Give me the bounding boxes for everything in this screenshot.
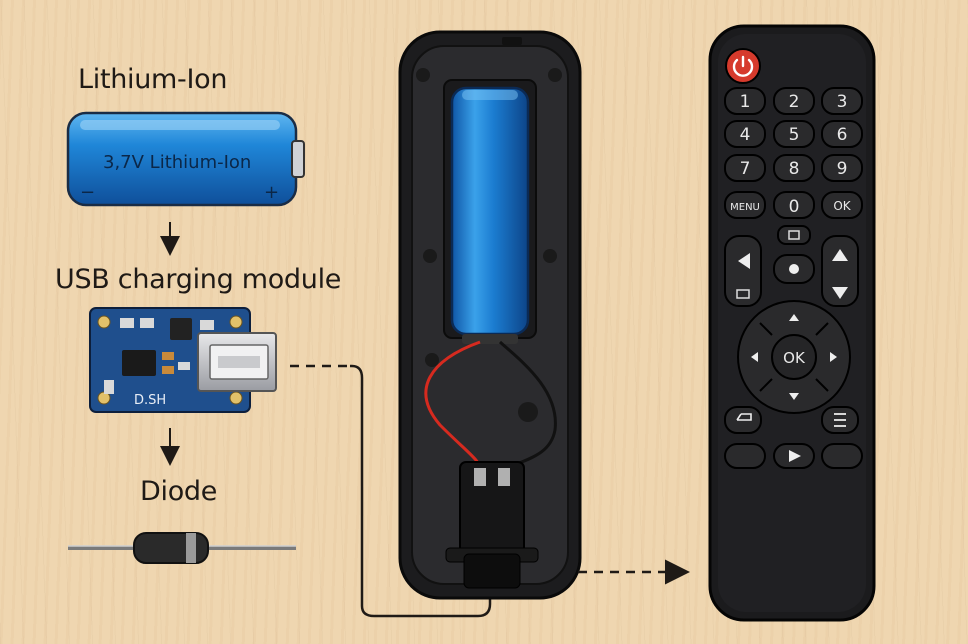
power-icon: [732, 55, 754, 77]
record-button[interactable]: [773, 254, 815, 284]
input-button[interactable]: [777, 225, 811, 245]
number-label-4: 4: [740, 125, 751, 145]
list-button[interactable]: [821, 406, 859, 434]
record-icon: [789, 264, 799, 274]
number-label-8: 8: [789, 159, 800, 179]
dashed-connector-module-to-case: [290, 364, 492, 618]
number-button-5[interactable]: 5: [773, 120, 815, 148]
left-arrow-icon: [738, 253, 750, 269]
left-rocker-button[interactable]: [724, 235, 762, 307]
down-arrow-icon: [832, 287, 848, 299]
dpad-left-icon: [751, 352, 758, 362]
number-button-4[interactable]: 4: [724, 120, 766, 148]
number-label-3: 3: [837, 92, 848, 112]
number-button-7[interactable]: 7: [724, 154, 766, 182]
ok-small-button[interactable]: OK: [821, 191, 863, 219]
module-silk-text: D.SH: [134, 393, 166, 408]
return-icon: [736, 413, 752, 421]
number-label-9: 9: [837, 159, 848, 179]
menu-label: MENU: [730, 202, 760, 213]
zero-button[interactable]: 0: [773, 191, 815, 219]
battery-minus: −: [80, 182, 95, 203]
usb-charging-module-heading: USB charging module: [55, 264, 342, 295]
dpad-down-icon: [789, 393, 799, 400]
play-icon: [789, 450, 801, 462]
diode: [68, 532, 296, 564]
ok-small-label: OK: [833, 199, 851, 213]
number-button-1[interactable]: 1: [724, 87, 766, 115]
bottom-left-button[interactable]: [724, 443, 766, 469]
usb-charging-module: D.SH: [89, 307, 277, 413]
number-button-2[interactable]: 2: [773, 87, 815, 115]
battery-plus: +: [264, 182, 279, 203]
menu-button[interactable]: MENU: [724, 191, 766, 219]
return-button[interactable]: [724, 406, 762, 434]
dpad-right-icon: [830, 352, 837, 362]
number-button-9[interactable]: 9: [821, 154, 863, 182]
number-label-6: 6: [837, 125, 848, 145]
lithium-ion-battery: 3,7V Lithium-Ion − +: [66, 111, 305, 207]
subtitle-icon: [736, 289, 750, 299]
battery-text: 3,7V Lithium-Ion: [103, 152, 251, 173]
play-button[interactable]: [773, 443, 815, 469]
bottom-right-button[interactable]: [821, 443, 863, 469]
zero-label: 0: [789, 197, 800, 217]
number-label-2: 2: [789, 92, 800, 112]
number-label-7: 7: [740, 159, 751, 179]
dpad[interactable]: OK: [737, 300, 851, 414]
number-label-1: 1: [740, 92, 751, 112]
lithium-ion-heading: Lithium-Ion: [78, 64, 228, 95]
up-arrow-icon: [832, 249, 848, 261]
diode-heading: Diode: [140, 476, 218, 507]
open-remote-case: [398, 30, 582, 600]
ok-center-label: OK: [783, 349, 806, 367]
right-rocker-button[interactable]: [821, 235, 859, 307]
number-label-5: 5: [789, 125, 800, 145]
list-icon: [834, 413, 846, 427]
number-button-3[interactable]: 3: [821, 87, 863, 115]
number-button-8[interactable]: 8: [773, 154, 815, 182]
dpad-up-icon: [789, 314, 799, 321]
number-button-6[interactable]: 6: [821, 120, 863, 148]
power-button[interactable]: [725, 48, 761, 84]
